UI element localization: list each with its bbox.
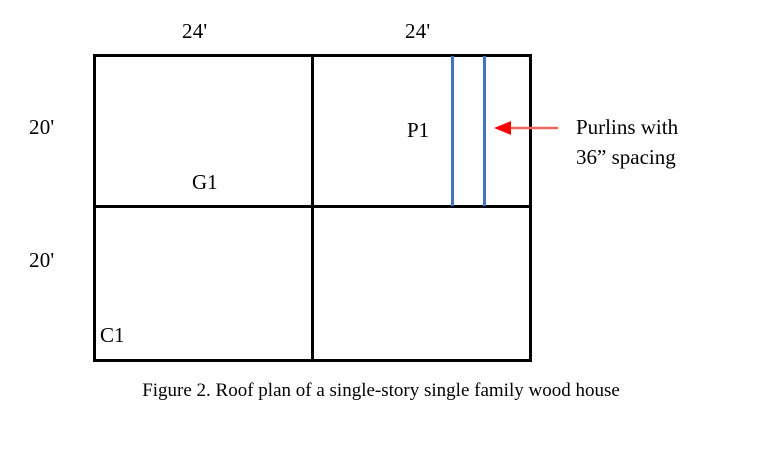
grid-line-horizontal-center (93, 205, 532, 208)
dimension-label-left-upper: 20' (29, 115, 55, 139)
dimension-label-top-left: 24' (182, 19, 208, 43)
purlin-line-1 (451, 56, 454, 206)
dimension-label-top-right: 24' (405, 19, 431, 43)
figure-caption: Figure 2. Roof plan of a single-story si… (142, 380, 620, 401)
member-tag-girder: G1 (192, 170, 218, 194)
dimension-label-left-lower: 20' (29, 248, 55, 272)
annotation-label-line-1: Purlins with (576, 115, 679, 139)
member-tag-purlin: P1 (407, 118, 430, 142)
grid-line-vertical-center (311, 54, 314, 362)
member-tag-column: C1 (100, 323, 125, 347)
purlin-line-2 (483, 56, 486, 206)
annotation-label-line-2: 36” spacing (576, 145, 676, 169)
annotation-arrow-left-icon (492, 116, 562, 140)
annotation-label: Purlins with 36” spacing (576, 112, 756, 172)
